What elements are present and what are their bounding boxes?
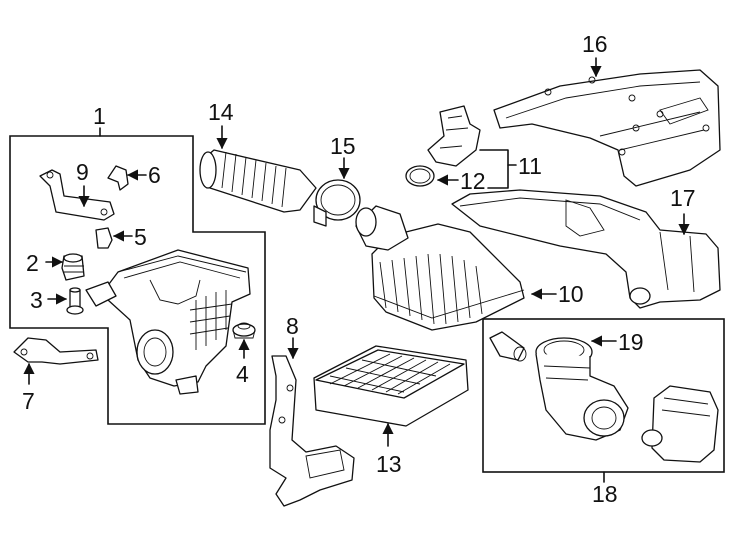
callout-6: 6 — [148, 162, 161, 188]
callout-11: 11 — [518, 153, 542, 179]
grommet-part-4 — [232, 322, 256, 339]
callout-15: 15 — [330, 133, 356, 159]
callout-8: 8 — [286, 313, 299, 339]
callout-12: 12 — [460, 168, 486, 194]
callout-14: 14 — [208, 99, 234, 125]
callout-1: 1 — [93, 103, 106, 129]
callout-10: 10 — [558, 281, 584, 307]
group-box-1 — [9, 135, 266, 425]
callout-9: 9 — [76, 159, 89, 185]
throttle-duct-part-18 — [535, 337, 629, 441]
seal-part-12 — [405, 165, 435, 187]
clip-part-6 — [107, 165, 129, 191]
bracket-part-7 — [13, 337, 99, 365]
sensor-part-11 — [427, 105, 481, 167]
pin-part-3 — [66, 287, 84, 315]
bracket-part-8 — [269, 355, 355, 507]
air-box-upper-part-10 — [355, 205, 525, 331]
mount-part-2 — [61, 253, 85, 281]
callout-7: 7 — [22, 388, 35, 414]
air-box-lower — [85, 249, 251, 395]
callout-17: 17 — [670, 185, 696, 211]
bracket-part-9 — [39, 169, 115, 221]
callout-19: 19 — [618, 329, 644, 355]
grommet-part-5 — [95, 227, 113, 249]
callout-16: 16 — [582, 31, 608, 57]
callout-13: 13 — [376, 451, 402, 477]
cover-part-16 — [493, 69, 721, 187]
callout-11-bracket — [479, 149, 509, 189]
callout-2: 2 — [26, 250, 39, 276]
clamp-part-15 — [313, 179, 361, 227]
intake-hose-part-14 — [199, 149, 317, 213]
callout-3: 3 — [30, 287, 43, 313]
hose-part-19 — [489, 331, 527, 362]
resonator-part-18 — [641, 385, 719, 463]
callout-5: 5 — [134, 224, 147, 250]
filter-part-13 — [313, 345, 469, 427]
callout-4: 4 — [236, 361, 249, 387]
duct-part-17 — [451, 189, 721, 309]
callout-18: 18 — [592, 481, 618, 507]
